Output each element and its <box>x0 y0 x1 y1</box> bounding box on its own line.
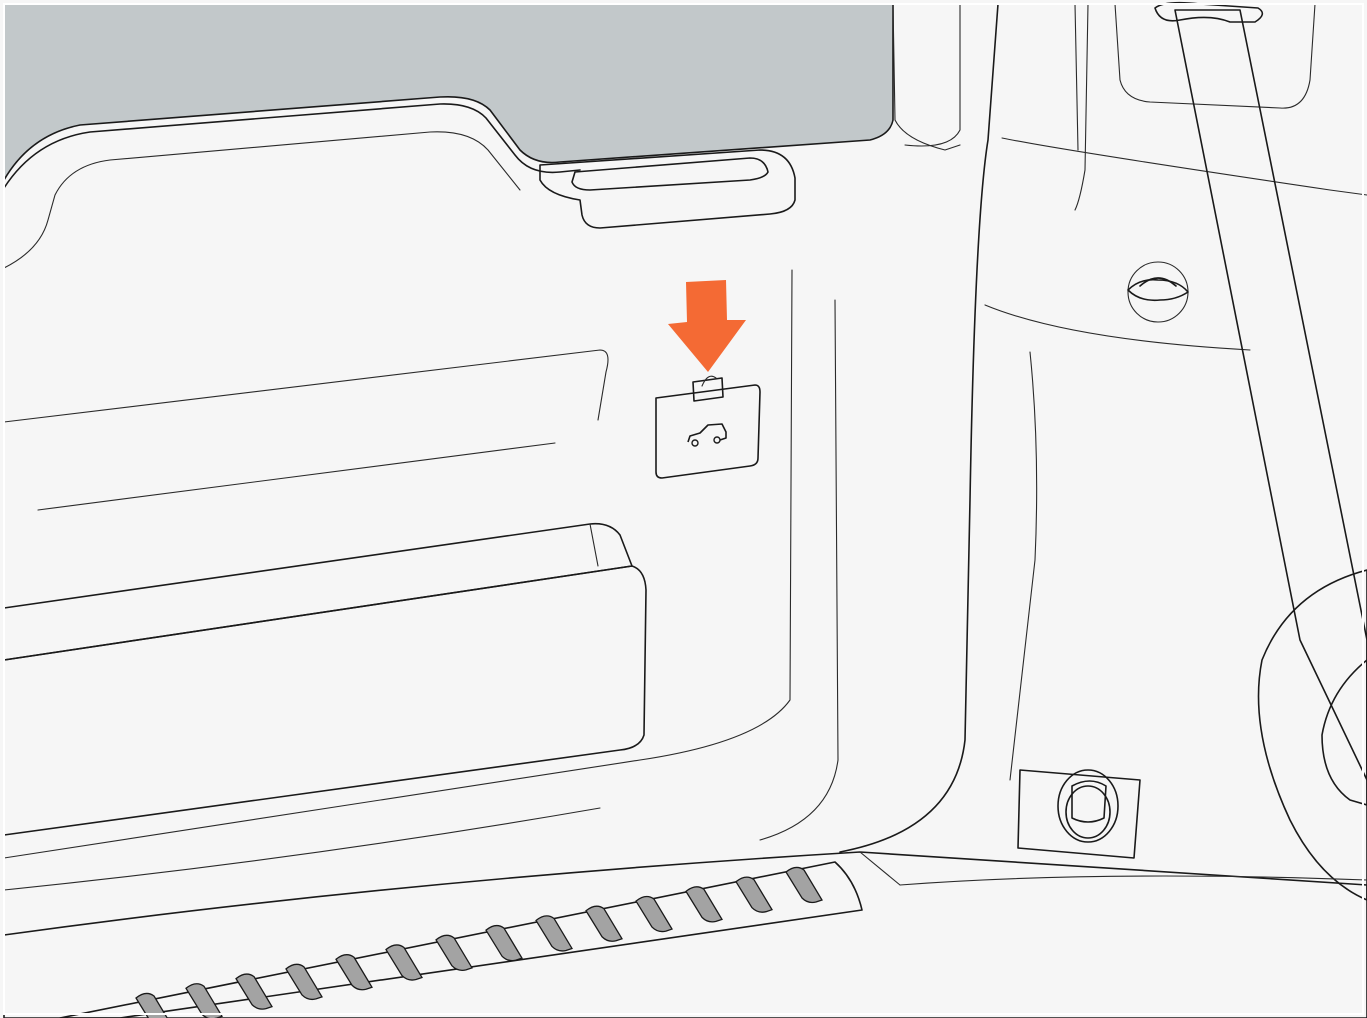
cargo-area-illustration <box>0 0 1367 1018</box>
